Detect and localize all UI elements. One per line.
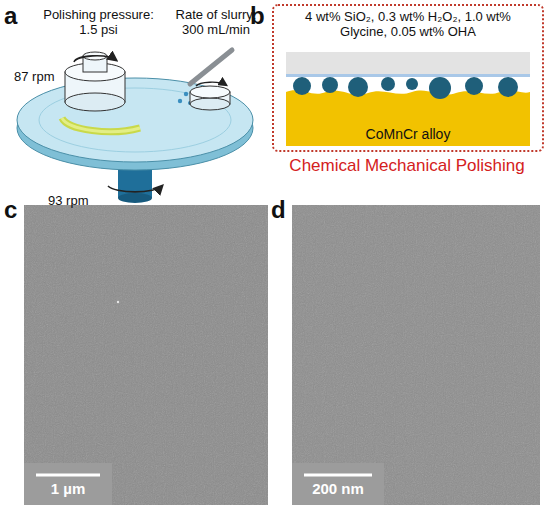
silica-particle xyxy=(381,77,395,91)
speed-label: 87 rpm xyxy=(14,70,64,85)
silica-particle xyxy=(498,77,518,97)
silica-particle xyxy=(348,77,368,97)
slurry-box: 4 wt% SiO₂, 0.3 wt% H₂O₂, 1.0 wt% Glycin… xyxy=(272,4,544,152)
scale-label: 1 µm xyxy=(24,480,112,497)
scale-bar xyxy=(36,474,100,477)
platen-top xyxy=(17,78,253,162)
sem-particle xyxy=(117,301,119,303)
panel-letter: c xyxy=(4,196,24,224)
sem-background xyxy=(24,205,268,505)
scale-label: 200 nm xyxy=(292,480,384,497)
shaft-base xyxy=(118,193,152,203)
alloy-substrate xyxy=(286,90,530,146)
scale-bar xyxy=(304,474,372,477)
material-label: CoMnCr alloy xyxy=(366,126,451,142)
polishing-pad xyxy=(286,52,530,74)
cmp-schematic xyxy=(286,52,530,146)
slurry-drop xyxy=(184,92,188,96)
silica-particle xyxy=(429,77,451,99)
oxide-layer xyxy=(286,74,530,77)
panel-letter: a xyxy=(4,2,34,30)
silica-particle xyxy=(465,77,483,95)
silica-particle xyxy=(293,77,311,95)
panel-letter: b xyxy=(250,2,270,30)
speed-label: 93 rpm xyxy=(48,194,104,209)
conditioner xyxy=(190,86,230,98)
rotation-arrow xyxy=(196,82,226,86)
polish-track xyxy=(62,118,140,132)
conditioner xyxy=(190,98,230,110)
carrier-head xyxy=(65,93,125,111)
process-title: Chemical Mechanical Polishing xyxy=(262,156,550,176)
silica-particle xyxy=(406,78,418,90)
slurry-drop xyxy=(178,99,182,103)
panel-letter: d xyxy=(271,196,291,224)
pressure-label: Polishing pressure: 1.5 psi xyxy=(36,8,161,38)
sem-image xyxy=(292,205,540,505)
sem-image xyxy=(24,205,268,505)
sem-texture xyxy=(24,205,268,505)
slurry-composition: 4 wt% SiO₂, 0.3 wt% H₂O₂, 1.0 wt% Glycin… xyxy=(286,10,530,40)
sem-background xyxy=(292,205,540,505)
silica-particle xyxy=(322,77,338,93)
scale-bar-box xyxy=(24,463,112,505)
slurry-nozzle xyxy=(190,50,232,84)
rotation-arrow xyxy=(108,186,162,192)
polish-track xyxy=(62,118,140,132)
sem-texture xyxy=(292,205,540,505)
scale-bar-box xyxy=(292,463,384,505)
rotation-arrow xyxy=(74,56,116,62)
